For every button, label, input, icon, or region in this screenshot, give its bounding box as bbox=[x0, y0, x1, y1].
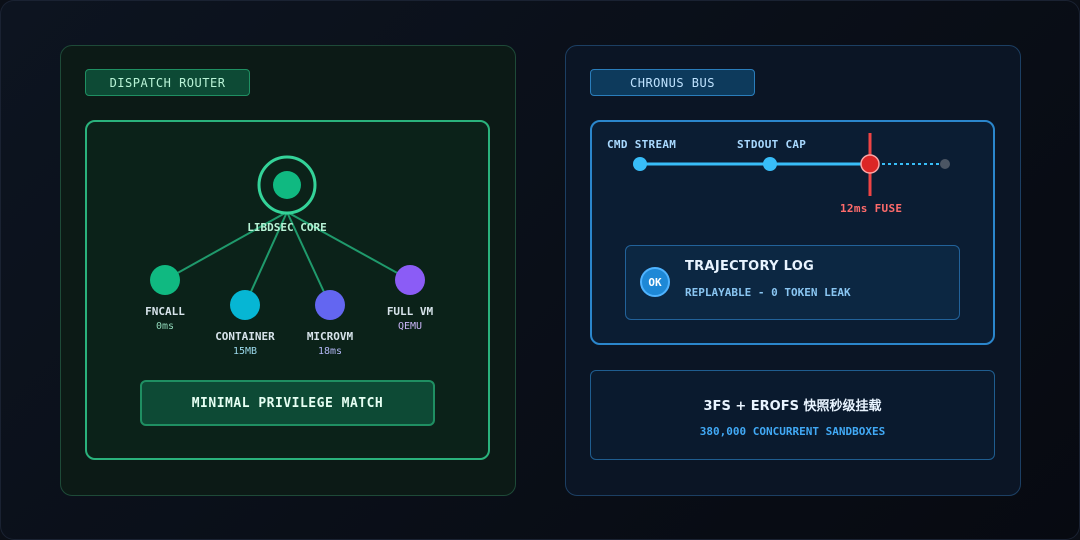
fuse-label: 12ms FUSE bbox=[840, 202, 903, 215]
container-detail: 15MB bbox=[232, 346, 258, 357]
node-container[interactable] bbox=[230, 290, 260, 320]
chronus-bus-tag: CHRONUS BUS bbox=[590, 69, 755, 96]
trajectory-log-card bbox=[625, 245, 960, 320]
fullvm-detail: QEMU bbox=[397, 321, 423, 332]
fncall-detail: 0ms bbox=[155, 321, 175, 332]
node-microvm[interactable] bbox=[315, 290, 345, 320]
container-label: CONTAINER bbox=[215, 330, 275, 343]
core-node[interactable] bbox=[273, 171, 301, 199]
edge-core-microvm bbox=[286, 211, 331, 306]
stdout-cap-label: STDOUT CAP bbox=[737, 138, 807, 151]
core-label: LIBDSEC CORE bbox=[247, 221, 327, 234]
node-fullvm[interactable] bbox=[395, 265, 425, 295]
bus-end-point bbox=[940, 159, 950, 169]
ok-badge: OK bbox=[640, 267, 670, 297]
edge-core-container bbox=[244, 211, 288, 306]
cmd-stream-point[interactable] bbox=[633, 157, 647, 171]
microvm-detail: 18ms bbox=[317, 346, 343, 357]
storage-title: 3FS + EROFS 快照秒级挂载 bbox=[703, 399, 882, 414]
edge-core-fncall bbox=[164, 211, 288, 281]
storage-subtitle: 380,000 CONCURRENT SANDBOXES bbox=[699, 425, 886, 438]
cmd-stream-label: CMD STREAM bbox=[607, 138, 677, 151]
microvm-label: MICROVM bbox=[306, 330, 354, 343]
dispatch-router-tag: DISPATCH ROUTER bbox=[85, 69, 250, 96]
node-fncall[interactable] bbox=[150, 265, 180, 295]
trajectory-log-subtitle: REPLAYABLE - 0 TOKEN LEAK bbox=[685, 286, 851, 299]
edge-core-fullvm bbox=[286, 211, 411, 281]
storage-box bbox=[590, 370, 995, 460]
fuse-point[interactable] bbox=[860, 154, 880, 174]
fullvm-label: FULL VM bbox=[386, 305, 434, 318]
fncall-label: FNCALL bbox=[145, 305, 185, 318]
stdout-cap-point[interactable] bbox=[763, 157, 777, 171]
minimal-privilege-match-button[interactable]: MINIMAL PRIVILEGE MATCH bbox=[140, 380, 435, 426]
trajectory-log-title: TRAJECTORY LOG bbox=[685, 259, 815, 274]
